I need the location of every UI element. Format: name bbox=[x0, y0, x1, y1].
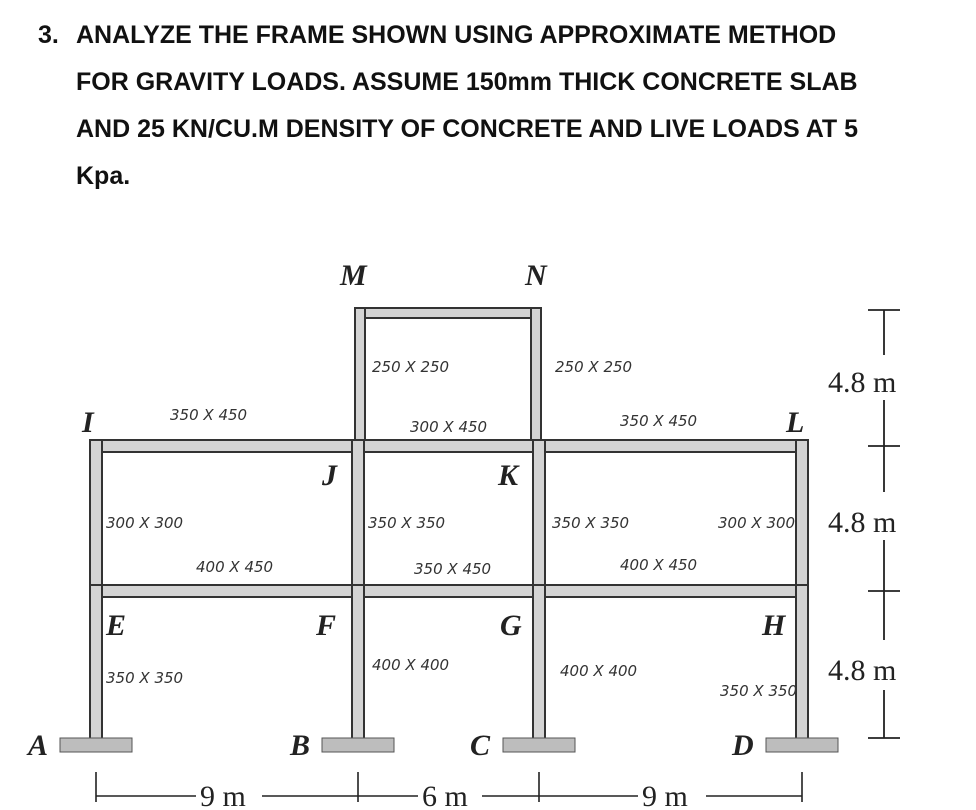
size-col-FB: 400 X 400 bbox=[372, 656, 449, 674]
size-col-IE: 300 X 300 bbox=[106, 514, 183, 532]
size-beam-KL: 350 X 450 bbox=[620, 412, 697, 430]
size-top-col-N: 250 X 250 bbox=[555, 358, 632, 376]
height-dim-2: 4.8 m bbox=[828, 506, 896, 539]
joint-label-J: J bbox=[321, 459, 338, 492]
joint-label-K: K bbox=[497, 459, 520, 492]
beam-EH bbox=[89, 584, 809, 598]
column-EA bbox=[89, 584, 103, 741]
height-dim-3: 4.8 m bbox=[828, 654, 896, 687]
size-col-EA: 350 X 350 bbox=[106, 669, 183, 687]
beam-MN bbox=[354, 307, 542, 319]
size-beam-JK: 300 X 450 bbox=[410, 418, 487, 436]
size-col-LH: 300 X 300 bbox=[718, 514, 795, 532]
size-col-KG: 350 X 350 bbox=[552, 514, 629, 532]
size-beam-IJ: 350 X 450 bbox=[170, 406, 247, 424]
size-beam-FG: 350 X 450 bbox=[414, 560, 491, 578]
column-GC bbox=[532, 584, 546, 741]
column-KG bbox=[532, 439, 546, 598]
size-col-GC: 400 X 400 bbox=[560, 662, 637, 680]
joint-label-H: H bbox=[761, 609, 787, 642]
question-line-3: AND 25 KN/CU.M DENSITY OF CONCRETE AND L… bbox=[76, 115, 859, 143]
span-dim-3: 9 m bbox=[642, 780, 688, 810]
column-LH bbox=[795, 439, 809, 598]
joint-label-M: M bbox=[339, 259, 368, 292]
column-IE bbox=[89, 439, 103, 598]
joint-label-N: N bbox=[524, 259, 548, 292]
joint-label-C: C bbox=[470, 729, 491, 762]
joint-label-I: I bbox=[81, 406, 95, 439]
size-col-JF: 350 X 350 bbox=[368, 514, 445, 532]
joint-label-G: G bbox=[500, 609, 522, 642]
span-dim-1: 9 m bbox=[200, 780, 246, 810]
support-D bbox=[765, 737, 839, 753]
question-line-4: Kpa. bbox=[76, 162, 131, 190]
column-HD bbox=[795, 584, 809, 741]
joint-label-F: F bbox=[315, 609, 336, 642]
support-B bbox=[321, 737, 395, 753]
joint-label-E: E bbox=[105, 609, 126, 642]
height-dim-1: 4.8 m bbox=[828, 366, 896, 399]
column-M bbox=[354, 307, 366, 449]
joint-label-B: B bbox=[289, 729, 310, 762]
question-number: 3. bbox=[38, 21, 59, 49]
beam-IL bbox=[89, 439, 809, 453]
support-C bbox=[502, 737, 576, 753]
question-line-1: ANALYZE THE FRAME SHOWN USING APPROXIMAT… bbox=[76, 21, 837, 49]
joint-label-L: L bbox=[785, 406, 804, 439]
size-col-HD: 350 X 350 bbox=[720, 682, 797, 700]
question-line-2: FOR GRAVITY LOADS. ASSUME 150mm THICK CO… bbox=[76, 68, 858, 96]
height-dimension-line bbox=[868, 309, 900, 739]
column-N bbox=[530, 307, 542, 449]
size-beam-GH: 400 X 450 bbox=[620, 556, 697, 574]
joint-label-D: D bbox=[731, 729, 754, 762]
joint-label-A: A bbox=[26, 729, 48, 762]
size-beam-EF: 400 X 450 bbox=[196, 558, 273, 576]
span-dimension-line bbox=[95, 772, 803, 802]
question-text: 3. ANALYZE THE FRAME SHOWN USING APPROXI… bbox=[38, 12, 958, 200]
column-FB bbox=[351, 584, 365, 741]
span-dim-2: 6 m bbox=[422, 780, 468, 810]
size-top-col-M: 250 X 250 bbox=[372, 358, 449, 376]
support-A bbox=[59, 737, 133, 753]
column-JF bbox=[351, 439, 365, 598]
